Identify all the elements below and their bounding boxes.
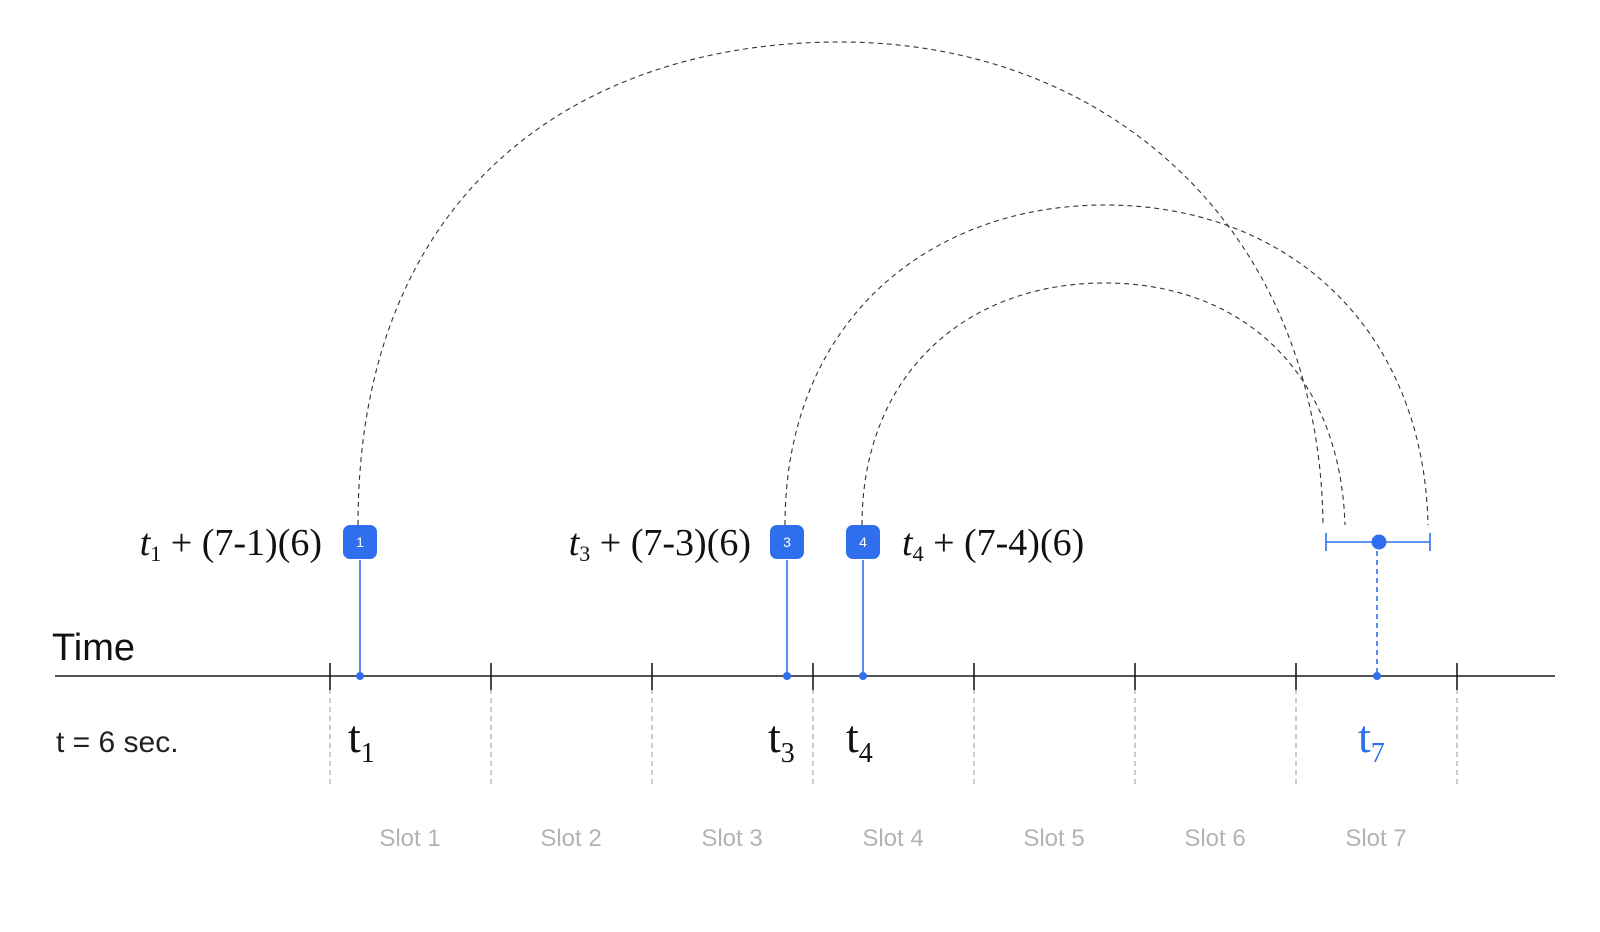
formula-event-4: t4 + (7-4)(6)	[902, 522, 1084, 566]
slot-label: Slot 7	[1345, 825, 1406, 852]
event-3-badge: 3	[770, 525, 804, 559]
t-label-4: t4	[846, 711, 873, 769]
svg-text:1: 1	[356, 534, 364, 550]
event-4-badge: 4	[846, 525, 880, 559]
axis-label: Time	[52, 627, 135, 669]
slot-label: Slot 2	[540, 825, 601, 852]
slot-label: Slot 3	[701, 825, 762, 852]
formula-event-3: t3 + (7-3)(6)	[569, 522, 751, 566]
slot-labels: Slot 1 Slot 2 Slot 3 Slot 4 Slot 5 Slot …	[379, 825, 1406, 852]
target-window	[1325, 533, 1431, 551]
slot-label: Slot 6	[1184, 825, 1245, 852]
target-axis-dot	[1373, 672, 1381, 680]
arc-event-4	[861, 282, 1346, 526]
period-label: t = 6 sec.	[56, 726, 179, 759]
formula-event-1: t1 + (7-1)(6)	[140, 522, 322, 566]
svg-text:3: 3	[783, 534, 791, 550]
event-4-dot	[859, 672, 867, 680]
slot-label: Slot 4	[862, 825, 923, 852]
arc-event-1	[357, 41, 1324, 526]
slot-label: Slot 5	[1023, 825, 1084, 852]
slot-guides	[329, 680, 1458, 785]
svg-text:4: 4	[859, 534, 867, 550]
t-label-3: t3	[768, 711, 795, 769]
slot-label: Slot 1	[379, 825, 440, 852]
arc-event-3	[784, 204, 1429, 526]
t-label-1: t1	[348, 711, 375, 769]
event-1-badge: 1	[343, 525, 377, 559]
event-1-dot	[356, 672, 364, 680]
event-3-dot	[783, 672, 791, 680]
axis-ticks	[329, 663, 1458, 690]
t-label-7: t7	[1358, 711, 1385, 769]
